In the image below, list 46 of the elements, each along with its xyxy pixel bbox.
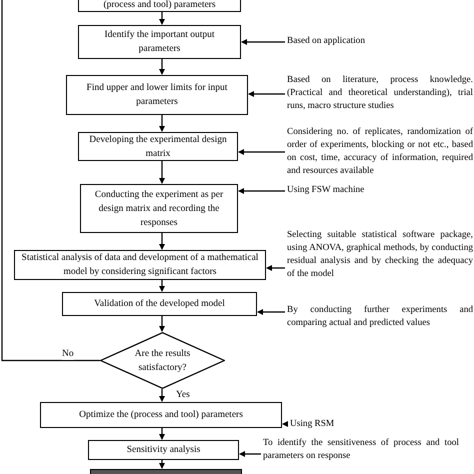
arrow xyxy=(159,233,165,250)
arrow xyxy=(238,188,285,194)
annotation-text: Considering no. of replicates, randomization of order of experiments, blocking or not etc., based on cost, time, accuracy of information, required and resources available xyxy=(287,126,473,178)
annotation-text: Based on literature, process knowledge. (Practical and theoretical understanding), trial runs, macro structure studies xyxy=(287,74,473,113)
process-box xyxy=(88,440,239,460)
process-box xyxy=(78,0,241,12)
arrow xyxy=(159,115,165,132)
edge-label: No xyxy=(62,348,74,360)
annotation-text: Based on application xyxy=(287,35,366,48)
process-text: Statistical analysis of data and development of a mathematical model by considering significant factors xyxy=(20,252,260,279)
arrow xyxy=(159,316,165,332)
process-text: Developing the experimental design matrix xyxy=(88,134,228,160)
process-box xyxy=(78,132,238,161)
process-text: Sensitivity analysis xyxy=(126,444,200,457)
arrow xyxy=(248,91,285,97)
arrow xyxy=(159,460,165,469)
process-text: Conducting the experiment as per design matrix and recording the responses xyxy=(94,188,224,230)
process-text: Validation of the developed model xyxy=(94,298,225,311)
annotation-text: To identify the sensitiveness of process and tool parameters on response xyxy=(263,437,459,463)
annotation-text: Selecting suitable statistical software package, using ANOVA, graphical methods, by conducting residual analysis and by checking the adequacy of the model xyxy=(287,229,473,281)
arrow xyxy=(239,451,261,457)
annotation-text: By conducting further experiments and comparing actual and predicted values xyxy=(287,304,473,330)
arrow xyxy=(159,12,165,25)
arrow xyxy=(266,265,285,271)
process-box xyxy=(80,184,238,233)
arrow xyxy=(159,59,165,75)
process-box xyxy=(40,402,282,428)
arrow xyxy=(257,309,285,315)
process-box xyxy=(66,75,248,115)
arrow xyxy=(159,389,165,402)
annotation-text: Using RSM xyxy=(290,418,336,431)
process-text: Find upper and lower limits for input parameters xyxy=(86,82,228,109)
process-text: Optimize the (process and tool) parameters xyxy=(79,409,243,422)
arrow xyxy=(159,161,165,184)
arrow xyxy=(241,39,285,45)
process-text: (process and tool) parameters xyxy=(103,0,216,12)
process-box xyxy=(78,25,241,59)
arrow xyxy=(159,280,165,292)
process-text: Identify the important output parameters xyxy=(103,29,216,56)
arrow xyxy=(282,421,288,427)
arrow xyxy=(159,428,165,440)
decision-diamond xyxy=(100,332,225,389)
process-box xyxy=(62,292,257,316)
annotation-text: Using FSW machine xyxy=(287,184,366,197)
decision-text: Are the results satisfactory? xyxy=(134,348,192,374)
arrow xyxy=(238,149,285,155)
